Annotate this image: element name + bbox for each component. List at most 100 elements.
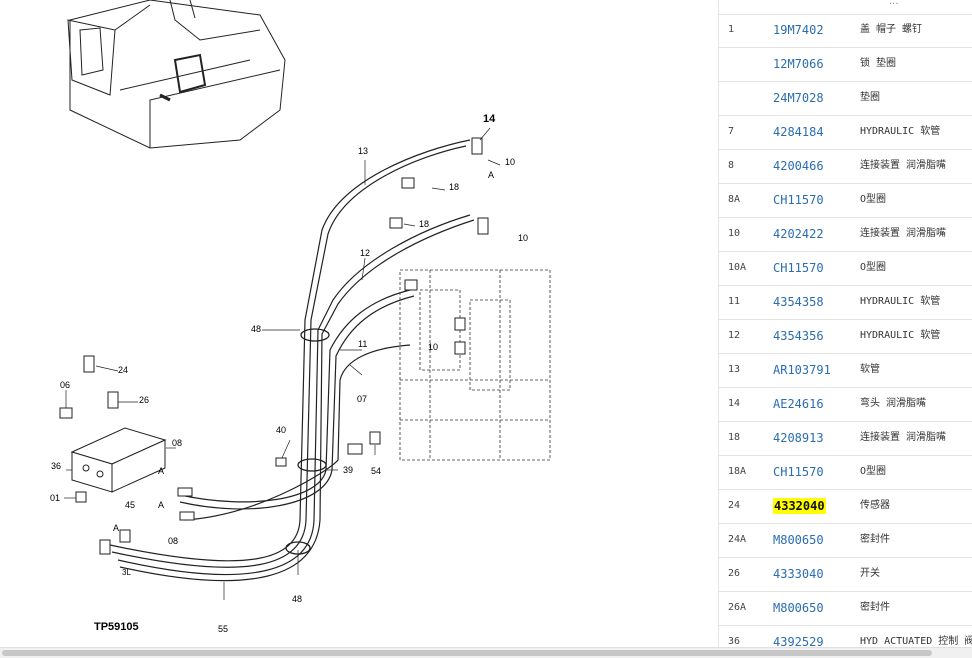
callout-24: 24: [118, 365, 129, 375]
parts-row: 36 4392529 HYD ACTUATED 控制 阀: [719, 625, 972, 647]
part-number-link[interactable]: CH11570: [773, 465, 824, 479]
ref-number: 10: [728, 228, 741, 239]
callout-48b: 48: [292, 594, 303, 604]
part-description: O型圈: [860, 466, 887, 477]
callout-14: 14: [483, 113, 496, 125]
callout-A-3: A: [113, 523, 120, 533]
callout-48a: 48: [251, 324, 262, 334]
ref-number: 24A: [728, 534, 747, 545]
ref-number: 10A: [728, 262, 747, 273]
part-description: HYDRAULIC 软管: [860, 126, 941, 137]
part-number-link[interactable]: 24M7028: [773, 91, 824, 105]
callout-06: 06: [60, 380, 71, 390]
hose-bundle: [109, 139, 475, 582]
callout-39: 39: [343, 465, 354, 475]
part-number-link[interactable]: M800650: [773, 601, 824, 615]
excavator-outline: [67, 0, 286, 149]
ref-number: 26A: [728, 602, 747, 613]
callout-55: 55: [218, 624, 229, 634]
horizontal-scrollbar[interactable]: [0, 647, 972, 658]
part-description: 密封件: [860, 534, 890, 545]
part-number-link[interactable]: 4354356: [773, 329, 824, 343]
callout-A-1: A: [488, 170, 495, 180]
callout-40: 40: [276, 425, 287, 435]
part-description: O型圈: [860, 262, 887, 273]
part-number-link[interactable]: AR103791: [773, 363, 831, 377]
callout-A-4: A: [158, 500, 165, 510]
part-description: 软管: [860, 364, 880, 375]
callout-13: 13: [358, 146, 369, 156]
part-number-link[interactable]: CH11570: [773, 261, 824, 275]
callout-01: 01: [50, 493, 61, 503]
parts-row: 13 AR103791 软管: [719, 353, 972, 388]
part-description: 连接装置 润滑脂嘴: [860, 432, 947, 443]
callout-26: 26: [139, 395, 150, 405]
part-number-link[interactable]: 19M7402: [773, 23, 824, 37]
part-description: 连接装置 润滑脂嘴: [860, 160, 947, 171]
part-number-link[interactable]: AE24616: [773, 397, 824, 411]
part-number-link[interactable]: 4333040: [773, 567, 824, 581]
part-description: O型圈: [860, 194, 887, 205]
callout-18a: 18: [449, 182, 460, 192]
callout-A-2: A: [158, 466, 165, 476]
callout-11: 11: [358, 339, 368, 349]
parts-row: 10 4202422 连接装置 润滑脂嘴: [719, 217, 972, 252]
ref-number: 13: [728, 364, 741, 375]
ref-number: 7: [728, 126, 735, 137]
callout-36: 36: [51, 461, 62, 471]
part-number-link[interactable]: 4354358: [773, 295, 824, 309]
small-valve-block: [70, 427, 167, 493]
part-number-link[interactable]: 4200466: [773, 159, 824, 173]
part-description: 开关: [860, 568, 880, 579]
header-label: ...: [889, 0, 899, 7]
part-number-link[interactable]: 12M7066: [773, 57, 824, 71]
ref-number: 11: [728, 296, 741, 307]
parts-row: 1 19M7402 盖 帽子 螺钉: [719, 13, 972, 48]
ref-number: 14: [728, 398, 741, 409]
callout-08a: 08: [172, 438, 183, 448]
callout-54: 54: [371, 466, 382, 476]
part-description: 盖 帽子 螺钉: [860, 24, 923, 35]
callout-45: 45: [125, 500, 136, 510]
part-description: HYD ACTUATED 控制 阀: [860, 636, 972, 647]
part-number-link[interactable]: 4392529: [773, 635, 824, 647]
callout-10a: 10: [505, 157, 516, 167]
part-description: 密封件: [860, 602, 890, 613]
part-number-link[interactable]: 4208913: [773, 431, 824, 445]
ref-number: 12: [728, 330, 741, 341]
part-number-link[interactable]: 4202422: [773, 227, 824, 241]
ref-number: 36: [728, 636, 741, 647]
callout-10c: 10: [428, 342, 439, 352]
callout-18b: 18: [419, 219, 430, 229]
part-number-link[interactable]: 4332040: [773, 498, 826, 514]
control-valve: [399, 269, 551, 461]
callout-08b: 08: [168, 536, 179, 546]
part-number-link[interactable]: CH11570: [773, 193, 824, 207]
parts-row: 14 AE24616 弯头 润滑脂嘴: [719, 387, 972, 422]
parts-list-header: ...: [719, 0, 972, 15]
part-description: 弯头 润滑脂嘴: [860, 398, 927, 409]
part-description: HYDRAULIC 软管: [860, 330, 941, 341]
part-number-link[interactable]: M800650: [773, 533, 824, 547]
callout-07: 07: [357, 394, 368, 404]
parts-row: 26A M800650 密封件: [719, 591, 972, 626]
ref-number: 18A: [728, 466, 747, 477]
ref-number: 18: [728, 432, 741, 443]
parts-row: 12 4354356 HYDRAULIC 软管: [719, 319, 972, 354]
parts-row: 24A M800650 密封件: [719, 523, 972, 558]
part-description: 传感器: [860, 500, 890, 511]
ref-number: 8A: [728, 194, 741, 205]
hydraulic-hose-diagram: [59, 0, 551, 600]
parts-row: 10A CH11570 O型圈: [719, 251, 972, 286]
part-number-link[interactable]: 4284184: [773, 125, 824, 139]
scrollbar-thumb[interactable]: [2, 650, 932, 656]
parts-row: 18A CH11570 O型圈: [719, 455, 972, 490]
ref-number: 1: [728, 24, 735, 35]
part-description: 连接装置 润滑脂嘴: [860, 228, 947, 239]
